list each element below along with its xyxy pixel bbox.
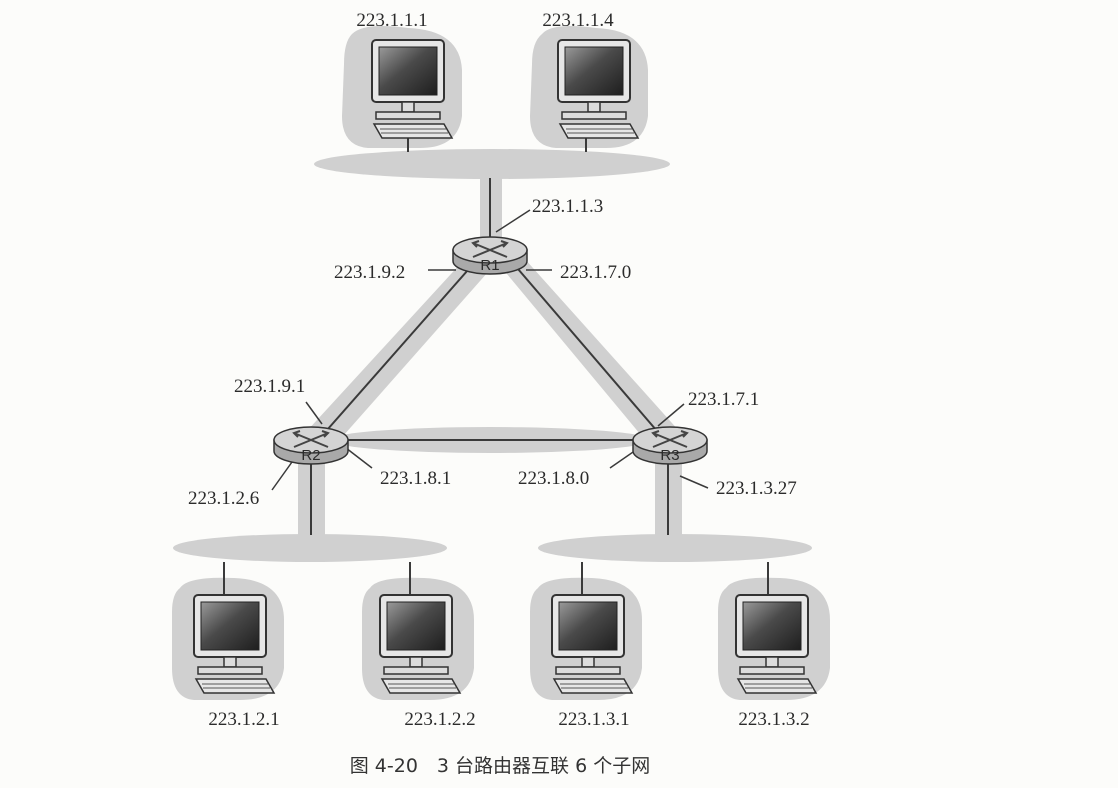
host-label: 223.1.2.2 [404,709,475,730]
leader-r3-left [609,449,637,469]
interface-labels: 223.1.1.3 223.1.9.2 223.1.7.0 223.1.9.1 … [188,196,797,509]
router-r3: R3 [632,426,708,465]
link-r1-r2 [319,261,476,439]
router-r2: R2 [273,426,349,465]
router-label-r1: R1 [480,257,499,274]
link-r1-r3 [511,261,664,439]
interface-label: 223.1.9.1 [234,376,305,397]
computer-icon [551,594,633,694]
interface-label: 223.1.9.2 [334,262,405,283]
interface-label: 223.1.7.0 [560,262,631,283]
leader-r1-top [495,209,531,233]
computer-icon [557,39,639,139]
host-label: 223.1.3.1 [558,709,629,730]
router-r1: R1 [452,236,528,275]
leader-lines [271,209,709,491]
host-label: 223.1.3.2 [738,709,809,730]
computer-icon [371,39,453,139]
leader-r3-bottom [679,475,709,489]
subnet-shading [172,26,830,700]
host-labels: 223.1.1.1 223.1.1.4 223.1.2.1 223.1.2.2 … [208,10,809,730]
subnet-r1-r3-link [502,258,680,446]
leader-r3-top [657,403,685,427]
computer-icon [379,594,461,694]
interface-label: 223.1.3.27 [716,478,797,499]
host-label: 223.1.1.4 [542,10,614,31]
router-label-r2: R2 [301,447,320,464]
leader-r2-top [305,401,323,425]
interface-label: 223.1.8.0 [518,468,589,489]
host-label: 223.1.2.1 [208,709,279,730]
leader-r2-bottom [271,461,293,491]
computer-icon [735,594,817,694]
router-label-r3: R3 [660,447,679,464]
leader-r2-right [345,447,373,469]
interface-label: 223.1.2.6 [188,488,259,509]
computer-icon [193,594,275,694]
interface-label: 223.1.1.3 [532,196,603,217]
host-label: 223.1.1.1 [356,10,427,31]
interface-label: 223.1.7.1 [688,389,759,410]
interface-label: 223.1.8.1 [380,468,451,489]
subnet-r1-r2-link [306,262,488,444]
figure-caption: 图 4-20 3 台路由器互联 6 个子网 [350,755,650,777]
